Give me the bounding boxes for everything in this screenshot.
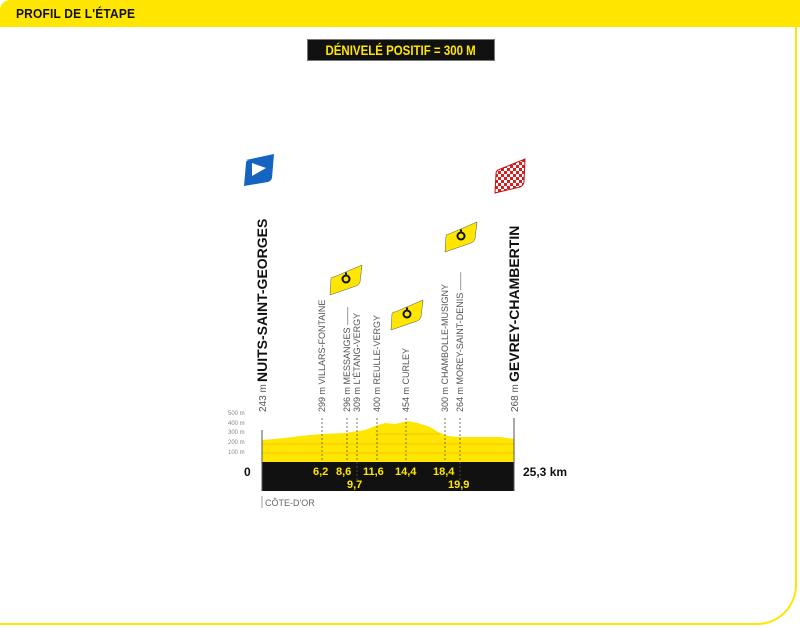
km-label: 11,6 <box>363 466 384 478</box>
header-bar: PROFIL DE L'ÉTAPE <box>0 0 800 27</box>
waypoint-label: 296 m MESSANGES —— <box>342 307 352 412</box>
finish-altitude: 268 m <box>510 384 521 412</box>
svg-text:296 m MESSANGES ——: 296 m MESSANGES —— <box>342 307 352 412</box>
start-altitude: 243 m <box>258 384 269 412</box>
timecheck-icon <box>444 221 478 253</box>
km-label: 14,4 <box>395 466 417 478</box>
start-name: NUITS-SAINT-GEORGES <box>254 219 270 382</box>
profile-area <box>262 421 514 462</box>
page-title: PROFIL DE L'ÉTAPE <box>16 6 136 21</box>
waypoint-label: 309 m L'ÉTANG-VERGY <box>352 313 362 412</box>
start-flag-icon <box>244 154 274 186</box>
km-label: 19,9 <box>448 479 469 491</box>
km-label: 6,2 <box>313 466 328 478</box>
waypoint-label: 264 m MOREY-SAINT-DENIS —— <box>455 272 465 412</box>
waypoint-label: 400 m REULLE-VERGY <box>372 315 382 412</box>
waypoint-lines <box>321 418 461 480</box>
timecheck-icon <box>390 299 424 331</box>
start-label: 243 m NUITS-SAINT-GEORGES <box>254 219 270 412</box>
finish-label: 268 m GEVREY-CHAMBERTIN <box>506 226 522 412</box>
y-tick: 200 m <box>228 440 245 446</box>
finish-name: GEVREY-CHAMBERTIN <box>506 226 522 382</box>
km-label: 18,4 <box>433 466 455 478</box>
svg-text:309 m L'ÉTANG-VERGY: 309 m L'ÉTANG-VERGY <box>352 313 362 412</box>
km-label: 9,7 <box>347 479 362 491</box>
km-label: 8,6 <box>336 466 351 478</box>
svg-text:299 m VILLARS-FONTAINE: 299 m VILLARS-FONTAINE <box>317 300 327 412</box>
timecheck-icon <box>329 264 363 296</box>
svg-text:264 m MOREY-SAINT-DENIS ——: 264 m MOREY-SAINT-DENIS —— <box>455 272 465 412</box>
grid-lines <box>262 433 514 454</box>
y-tick: 100 m <box>228 450 245 456</box>
waypoint-label: 454 m CURLEY <box>401 348 411 412</box>
region-label: CÔTE-D'OR <box>265 498 315 508</box>
svg-text:454 m CURLEY: 454 m CURLEY <box>401 348 411 412</box>
waypoint-label: 299 m VILLARS-FONTAINE <box>317 300 327 412</box>
svg-text:300 m CHAMBOLLE-MUSIGNY: 300 m CHAMBOLLE-MUSIGNY <box>440 284 450 412</box>
x-axis-start: 0 <box>244 465 251 479</box>
elevation-gain-badge: DÉNIVELÉ POSITIF = 300 M <box>307 39 495 61</box>
y-tick: 500 m <box>228 411 245 417</box>
y-tick: 400 m <box>228 421 245 427</box>
y-axis-ticks: 500 m 400 m 300 m 200 m 100 m <box>228 411 245 456</box>
x-axis-end: 25,3 km <box>523 465 567 479</box>
elevation-gain-text: DÉNIVELÉ POSITIF = 300 M <box>325 42 477 58</box>
finish-flag-icon <box>494 158 526 194</box>
y-tick: 300 m <box>228 430 245 436</box>
waypoint-label: 300 m CHAMBOLLE-MUSIGNY <box>440 284 450 412</box>
svg-text:400 m REULLE-VERGY: 400 m REULLE-VERGY <box>372 315 382 412</box>
km-band <box>262 462 514 491</box>
km-labels: 6,2 8,6 9,7 11,6 14,4 18,4 19,9 <box>313 466 469 491</box>
